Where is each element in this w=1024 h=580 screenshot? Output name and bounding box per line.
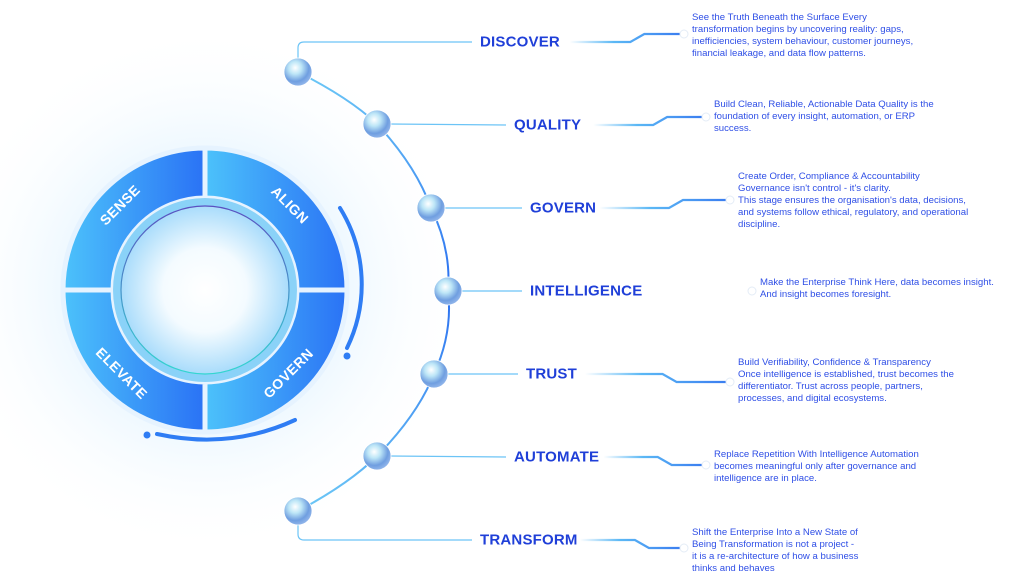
connector-right-quality	[593, 115, 702, 127]
description-line: and systems follow ethical, regulatory, …	[738, 207, 969, 218]
connector-left-discover	[297, 41, 472, 60]
stage-node-transform	[283, 496, 313, 526]
stage-node-intelligence	[433, 276, 463, 306]
connector-left-transform	[297, 523, 472, 541]
description-line: inefficiencies, system behaviour, custom…	[692, 36, 914, 47]
connector-end-dot-intelligence	[747, 286, 757, 296]
connector-end-dot-automate	[701, 460, 711, 470]
stage-description-transform: Shift the Enterprise Into a New State of…	[692, 527, 858, 575]
stage-label-automate: AUTOMATE	[514, 448, 600, 466]
description-line: See the Truth Beneath the Surface Every	[692, 12, 867, 23]
connector-end-dot-discover	[679, 29, 689, 39]
stage-node-govern	[416, 193, 446, 223]
connector-right-automate	[603, 455, 702, 467]
connector-right-discover	[569, 32, 680, 44]
accent-dot-bottom	[143, 431, 151, 439]
description-line: success.	[714, 123, 752, 134]
connector-right-transform	[579, 538, 680, 550]
description-line: Once intelligence is established, trust …	[738, 369, 954, 380]
stage-node-quality	[362, 109, 392, 139]
description-line: thinks and behaves	[692, 563, 775, 574]
description-line: differentiator. Trust across people, par…	[738, 381, 923, 392]
description-line: Replace Repetition With Intelligence Aut…	[714, 449, 919, 460]
connector-end-dot-trust	[725, 377, 735, 387]
stage-description-govern: Create Order, Compliance & Accountabilit…	[738, 171, 968, 231]
stage-node-automate	[362, 441, 392, 471]
description-line: Being Transformation is not a project -	[692, 539, 855, 550]
accent-arc-bottom	[155, 418, 297, 442]
core-circle	[120, 205, 290, 375]
stage-description-quality: Build Clean, Reliable, Actionable Data Q…	[714, 99, 934, 135]
connector-end-dot-govern	[725, 195, 735, 205]
description-line: Create Order, Compliance & Accountabilit…	[738, 171, 920, 182]
description-line: becomes meaningful only after governance…	[714, 461, 917, 472]
description-line: Build Clean, Reliable, Actionable Data Q…	[714, 99, 934, 110]
description-line: This stage ensures the organisation's da…	[738, 195, 966, 206]
stage-label-intelligence: INTELLIGENCE	[530, 282, 643, 300]
description-line: discipline.	[738, 219, 781, 230]
stage-label-discover: DISCOVER	[480, 33, 560, 51]
description-line: it is a re-architecture of how a busines…	[692, 551, 859, 562]
stage-label-quality: QUALITY	[514, 116, 582, 134]
description-line: Build Verifiability, Confidence & Transp…	[738, 357, 931, 368]
stage-node-trust	[419, 359, 449, 389]
stage-label-trust: TRUST	[526, 365, 577, 383]
description-line: foundation of every insight, automation,…	[714, 111, 916, 122]
stage-description-intelligence: Make the Enterprise Think Here, data bec…	[760, 277, 994, 301]
accent-dot-right	[343, 352, 351, 360]
description-line: Make the Enterprise Think Here, data bec…	[760, 277, 994, 288]
stage-description-trust: Build Verifiability, Confidence & Transp…	[738, 357, 954, 405]
description-line: intelligence are in place.	[714, 473, 817, 484]
connector-end-dot-quality	[701, 112, 711, 122]
description-line: Shift the Enterprise Into a New State of	[692, 527, 858, 538]
accent-arc-right	[338, 206, 364, 350]
connector-right-trust	[585, 372, 726, 384]
connector-left-automate	[388, 455, 507, 458]
stage-label-transform: TRANSFORM	[480, 531, 578, 549]
description-line: financial leakage, and data flow pattern…	[692, 48, 866, 59]
description-line: And insight becomes foresight.	[760, 289, 892, 300]
connector-left-quality	[388, 123, 507, 126]
connector-end-dot-transform	[679, 543, 689, 553]
description-line: processes, and digital ecosystems.	[738, 393, 887, 404]
description-line: Governance isn't control - it's clarity.	[738, 183, 891, 194]
stage-description-automate: Replace Repetition With Intelligence Aut…	[714, 449, 919, 485]
description-line: transformation begins by uncovering real…	[692, 24, 904, 35]
stage-node-discover	[283, 57, 313, 87]
stage-label-govern: GOVERN	[530, 199, 597, 217]
connector-right-govern	[599, 198, 726, 210]
